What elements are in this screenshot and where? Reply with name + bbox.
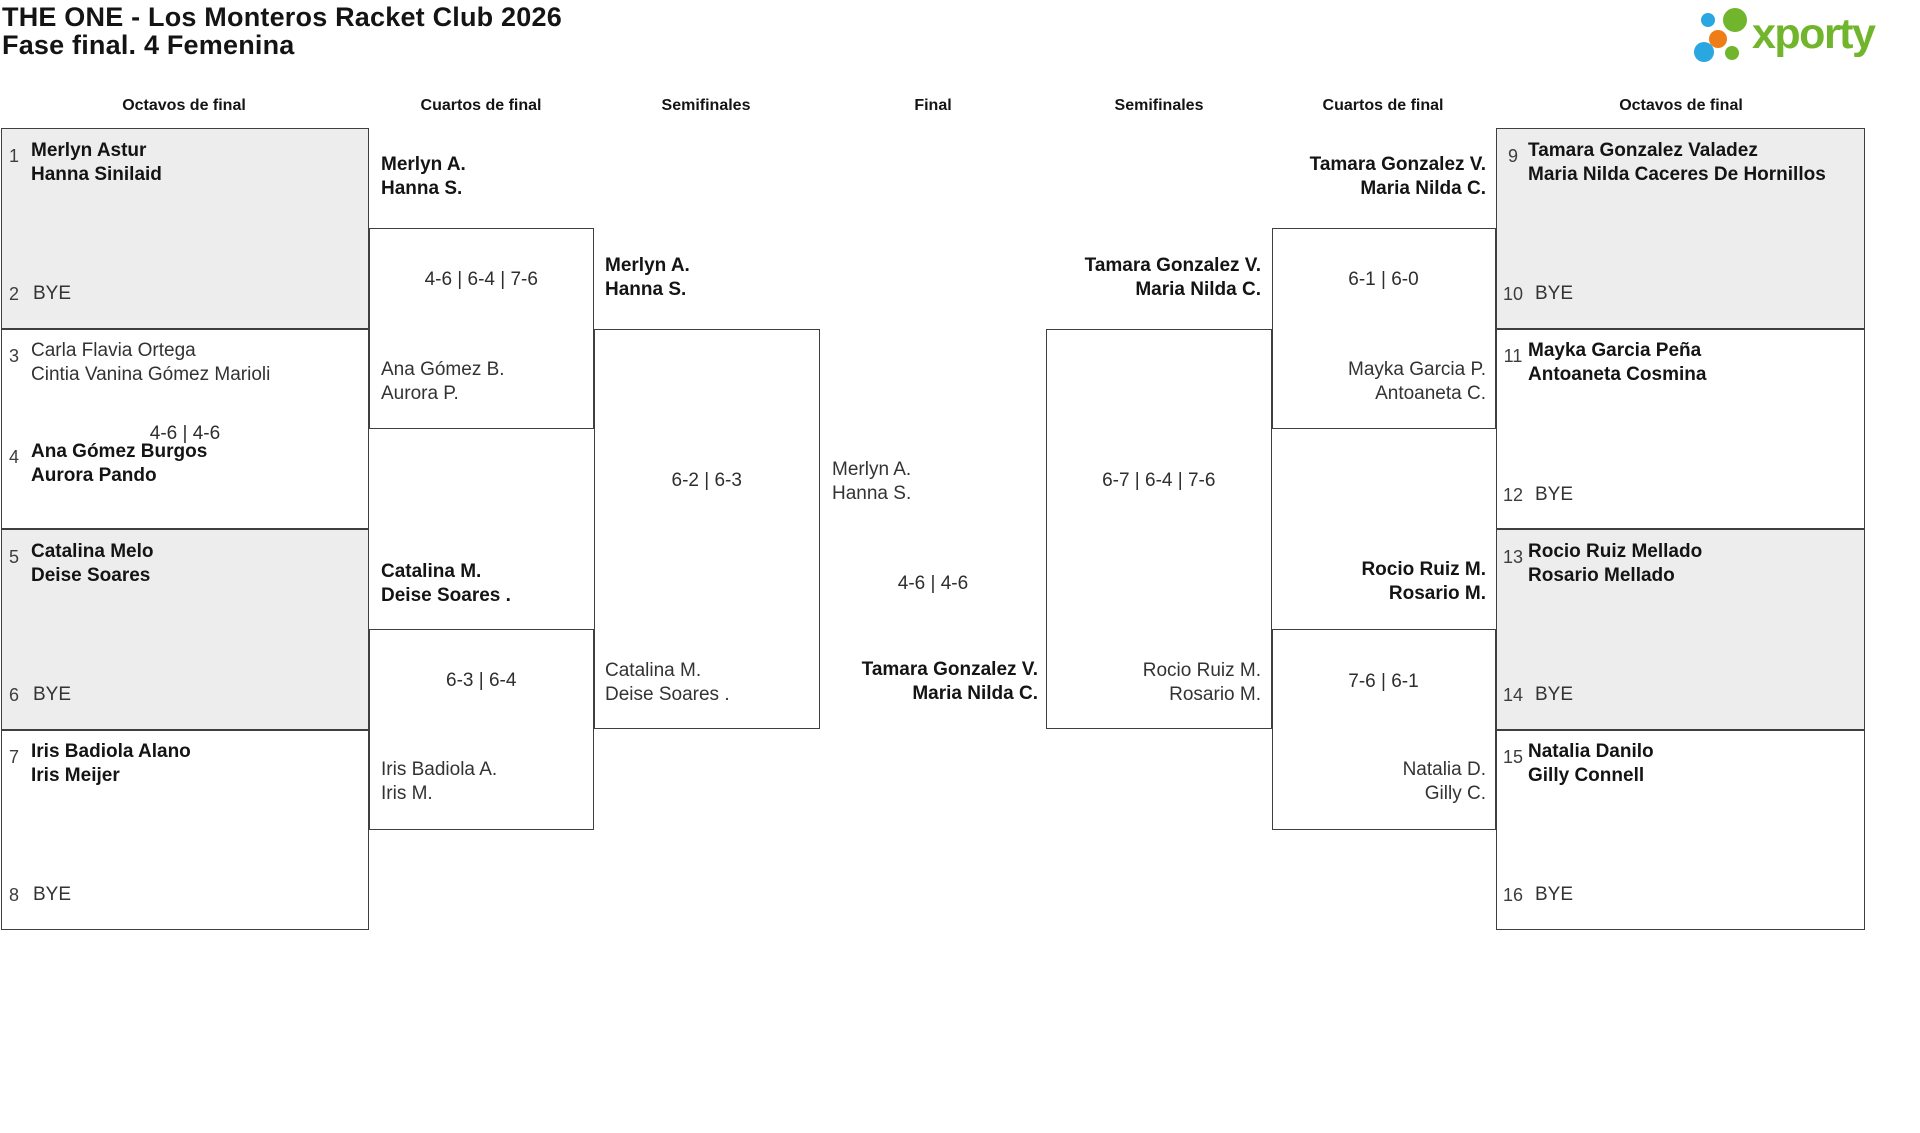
team-name-qf-right-a-1: Tamara Gonzalez V. Maria Nilda C. (1309, 154, 1486, 199)
seed-number-12: 12 (1502, 485, 1524, 505)
seed-number-15: 15 (1502, 747, 1524, 767)
seed-number-10: 10 (1502, 284, 1524, 304)
seed-number-13: 13 (1502, 547, 1524, 567)
seed-number-4: 4 (8, 447, 19, 467)
team-name-sf-left-1: Merlyn A. Hanna S. (605, 255, 690, 300)
team-name-qf-left-a-1: Merlyn A. Hanna S. (381, 154, 466, 199)
team-name-seed13: Rocio Ruiz Mellado Rosario Mellado (1528, 541, 1703, 586)
team-name-qf-left-a-2: Ana Gómez B. Aurora P. (381, 359, 505, 404)
match-box-oct-right-1 (1496, 128, 1865, 329)
round-header-octavos-left: Octavos de final (122, 97, 246, 114)
match-box-sf-left (593, 328, 820, 730)
page-title: THE ONE - Los Monteros Racket Club 2026 … (2, 3, 562, 59)
score-final: 4-6 | 4-6 (897, 573, 969, 594)
seed-number-16: 16 (1502, 885, 1524, 905)
round-header-cuartos-right: Cuartos de final (1322, 97, 1444, 114)
logo-dot-blue-large-icon (1694, 42, 1714, 62)
team-name-seed7: Iris Badiola Alano Iris Meijer (31, 741, 191, 786)
logo-dot-green-large-icon (1723, 8, 1747, 32)
team-name-qf-right-b-1: Rocio Ruiz M. Rosario M. (1361, 559, 1486, 604)
logo-dot-orange-icon (1709, 30, 1727, 48)
team-name-final-right: Tamara Gonzalez V. Maria Nilda C. (861, 659, 1038, 704)
score-oct-left-match2: 4-6 | 4-6 (149, 423, 221, 444)
score-sf-right: 6-7 | 6-4 | 7-6 (1102, 470, 1216, 491)
bye-label-16: BYE (1535, 884, 1574, 905)
round-header-cuartos-left: Cuartos de final (420, 97, 542, 114)
team-name-seed1: Merlyn Astur Hanna Sinilaid (31, 140, 162, 185)
match-box-qf-right-a (1271, 228, 1496, 429)
match-box-oct-right-3 (1496, 529, 1865, 730)
seed-number-11: 11 (1503, 346, 1523, 366)
match-box-qf-right-b (1271, 629, 1496, 830)
bye-label-6: BYE (33, 684, 72, 705)
team-name-sf-right-2: Rocio Ruiz M. Rosario M. (1142, 660, 1261, 705)
team-name-seed15: Natalia Danilo Gilly Connell (1528, 741, 1654, 786)
team-name-seed4: Ana Gómez Burgos Aurora Pando (31, 441, 208, 486)
match-box-oct-left-2 (1, 328, 369, 529)
round-header-octavos-right: Octavos de final (1619, 97, 1743, 114)
team-name-seed9: Tamara Gonzalez Valadez Maria Nilda Cace… (1528, 140, 1826, 185)
match-box-oct-right-2 (1496, 328, 1865, 529)
tournament-title: THE ONE - Los Monteros Racket Club 2026 (2, 2, 562, 32)
team-name-seed5: Catalina Melo Deise Soares (31, 541, 154, 586)
logo-wordmark: xporty (1752, 10, 1876, 58)
score-qf-right-a: 6-1 | 6-0 (1348, 269, 1419, 290)
seed-number-6: 6 (8, 685, 19, 705)
team-name-seed11: Mayka Garcia Peña Antoaneta Cosmina (1528, 340, 1707, 385)
logo-dot-green-small-icon (1725, 46, 1739, 60)
score-sf-left: 6-2 | 6-3 (671, 470, 742, 491)
score-qf-left-b: 6-3 | 6-4 (446, 670, 517, 691)
team-name-qf-left-b-1: Catalina M. Deise Soares . (381, 561, 511, 606)
match-box-oct-left-1 (1, 128, 369, 329)
bye-label-10: BYE (1535, 283, 1574, 304)
match-box-qf-left-b (369, 629, 594, 830)
score-qf-left-a: 4-6 | 6-4 | 7-6 (424, 269, 538, 290)
match-box-oct-right-4 (1496, 729, 1865, 930)
match-box-qf-left-a (369, 228, 594, 429)
bye-label-14: BYE (1535, 684, 1574, 705)
bye-label-8: BYE (33, 884, 72, 905)
seed-number-3: 3 (8, 346, 19, 366)
round-header-semis-left: Semifinales (661, 97, 751, 114)
round-header-semis-right: Semifinales (1114, 97, 1204, 114)
team-name-final-left: Merlyn A. Hanna S. (832, 459, 912, 504)
seed-number-9: 9 (1507, 146, 1518, 166)
match-box-oct-left-3 (1, 529, 369, 730)
logo-dot-blue-small-icon (1701, 13, 1715, 27)
seed-number-14: 14 (1502, 685, 1524, 705)
team-name-sf-right-1: Tamara Gonzalez V. Maria Nilda C. (1084, 255, 1261, 300)
team-name-qf-left-b-2: Iris Badiola A. Iris M. (381, 759, 498, 804)
bye-label-12: BYE (1535, 484, 1574, 505)
seed-number-8: 8 (8, 885, 19, 905)
score-qf-right-b: 7-6 | 6-1 (1348, 671, 1419, 692)
bye-label-2: BYE (33, 283, 72, 304)
match-box-oct-left-4 (1, 729, 369, 930)
seed-number-7: 7 (8, 747, 19, 767)
seed-number-1: 1 (8, 146, 19, 166)
team-name-qf-right-a-2: Mayka Garcia P. Antoaneta C. (1348, 359, 1486, 404)
phase-subtitle: Fase final. 4 Femenina (2, 30, 295, 60)
team-name-seed3: Carla Flavia Ortega Cintia Vanina Gómez … (31, 340, 271, 385)
round-header-final: Final (914, 97, 952, 114)
team-name-sf-left-2: Catalina M. Deise Soares . (605, 660, 730, 705)
seed-number-5: 5 (8, 547, 19, 567)
seed-number-2: 2 (8, 284, 19, 304)
match-box-sf-right (1046, 328, 1272, 730)
team-name-qf-right-b-2: Natalia D. Gilly C. (1402, 759, 1486, 804)
